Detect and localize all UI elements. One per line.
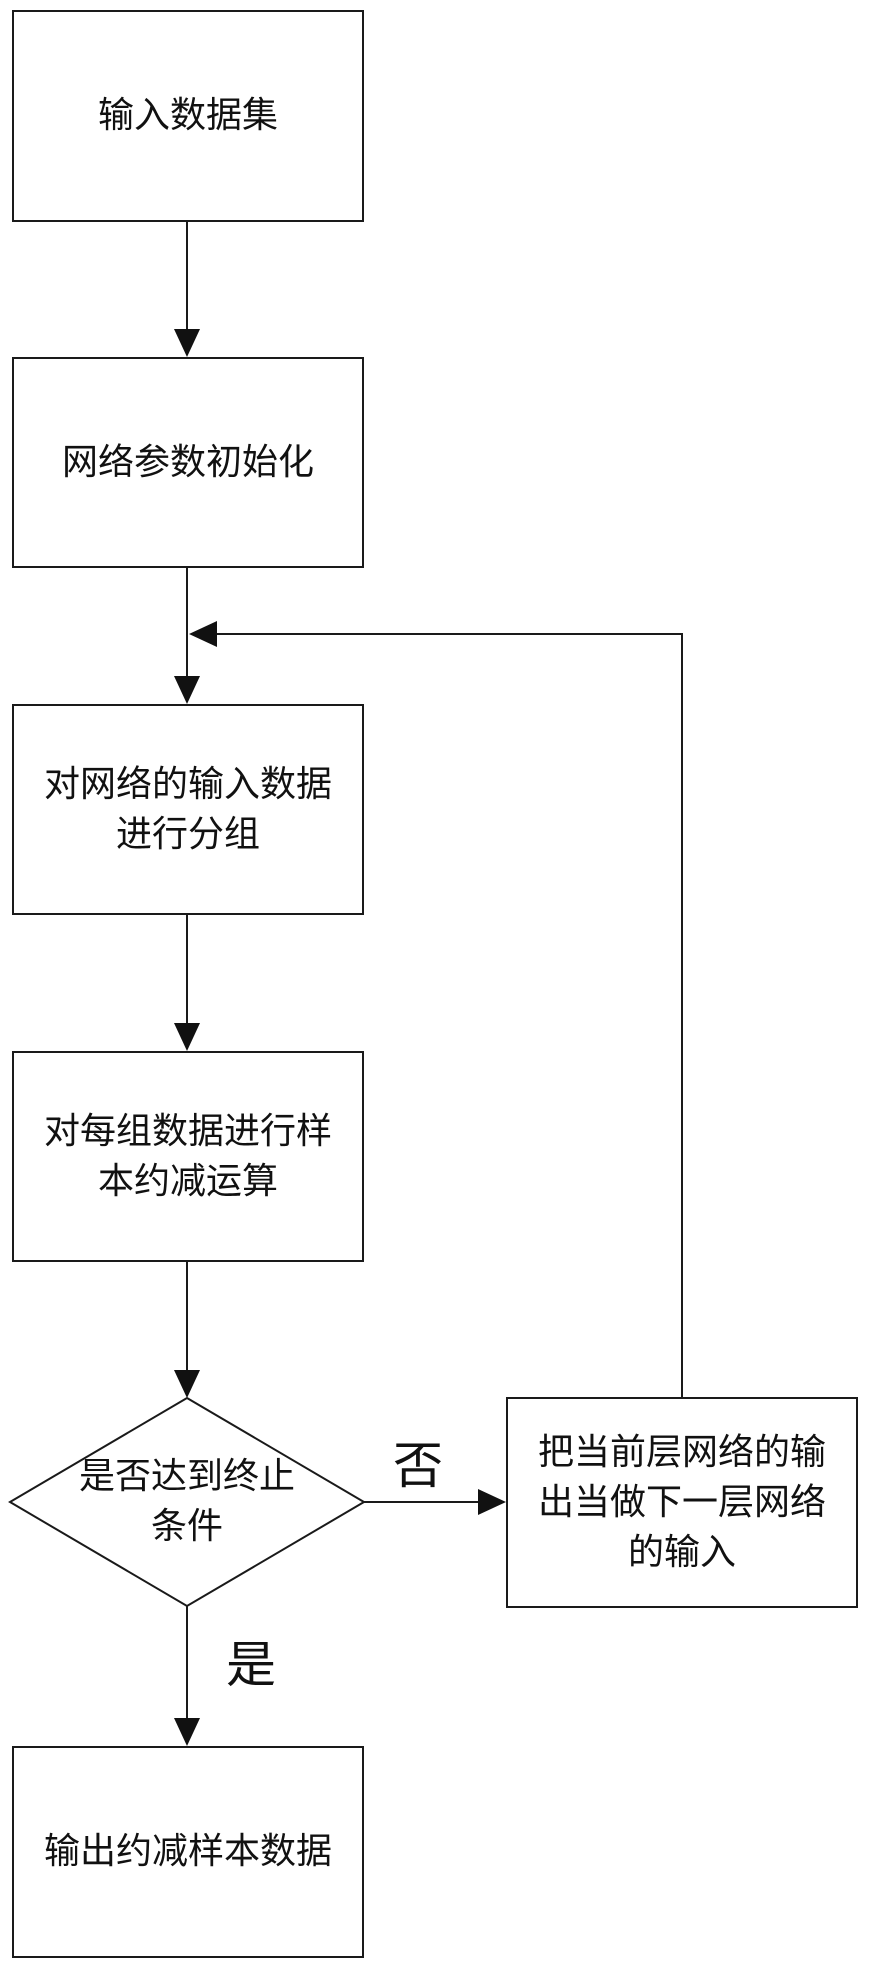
node-next-layer-line-2: 出当做下一层网络 [537, 1481, 826, 1523]
node-output-reduced: 输出约减样本数据 [12, 1746, 364, 1958]
node-reduce-samples: 对每组数据进行样 本约减运算 [12, 1051, 364, 1262]
node-output-reduced-label: 输出约减样本数据 [43, 1831, 332, 1872]
node-group-input-line-2: 进行分组 [115, 813, 260, 855]
node-condition-line-1: 是否达到终止 [78, 1456, 295, 1497]
arrowhead-condition-no [478, 1489, 506, 1515]
node-reduce-samples-line-2: 本约减运算 [97, 1160, 278, 1202]
node-next-layer-line-1: 把当前层网络的输 [537, 1431, 826, 1473]
node-reduce-samples-text: 对每组数据进行样 本约减运算 [44, 1107, 332, 1207]
node-next-layer: 把当前层网络的输 出当做下一层网络 的输入 [506, 1397, 858, 1608]
node-next-layer-line-3: 的输入 [627, 1531, 736, 1573]
node-group-input-text: 对网络的输入数据 进行分组 [44, 760, 332, 860]
node-condition-line-2: 条件 [150, 1506, 223, 1547]
node-next-layer-text: 把当前层网络的输 出当做下一层网络 的输入 [538, 1428, 826, 1578]
node-group-input: 对网络的输入数据 进行分组 [12, 704, 364, 915]
node-condition-text: 是否达到终止 条件 [40, 1452, 334, 1552]
edge-label-no: 否 [393, 1437, 443, 1495]
node-init-params: 网络参数初始化 [12, 357, 364, 568]
node-group-input-line-1: 对网络的输入数据 [43, 763, 332, 805]
node-input-dataset-label: 输入数据集 [97, 95, 278, 136]
edge-label-yes: 是 [226, 1636, 276, 1694]
node-input-dataset: 输入数据集 [12, 10, 364, 222]
arrowhead-group-to-reduce [174, 1023, 200, 1051]
arrowhead-reduce-to-condition [174, 1370, 200, 1398]
node-init-params-label: 网络参数初始化 [61, 441, 314, 483]
arrowhead-init-to-group [174, 676, 200, 704]
arrowhead-loop-back [189, 621, 217, 647]
arrowhead-condition-yes [174, 1718, 200, 1746]
arrow-loop-back [200, 633, 683, 1397]
node-reduce-samples-line-1: 对每组数据进行样 [43, 1110, 332, 1152]
arrowhead-input-to-init [174, 329, 200, 357]
